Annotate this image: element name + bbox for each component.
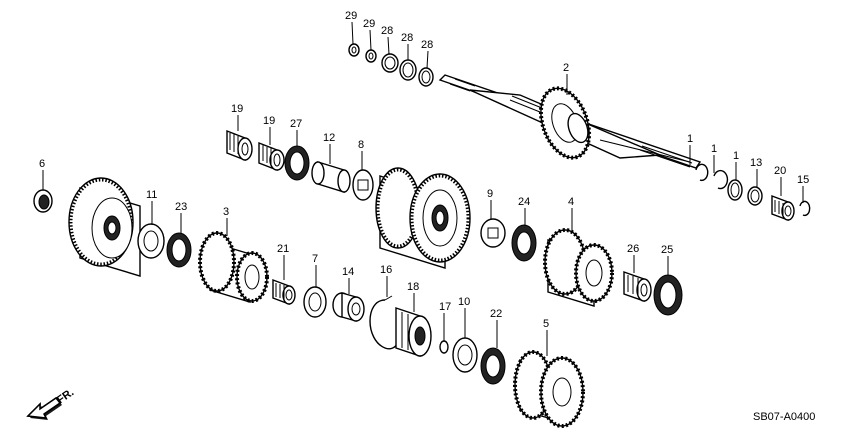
washer-13 bbox=[747, 186, 763, 206]
needle-bearing-19-a bbox=[226, 129, 253, 162]
clutch-drum-left bbox=[68, 177, 141, 277]
callout-label: 2 bbox=[563, 62, 569, 74]
callout-label: 19 bbox=[231, 103, 243, 115]
mainshaft bbox=[438, 74, 702, 169]
callout-label: 28 bbox=[401, 32, 413, 44]
leader-lines bbox=[42, 21, 804, 356]
callout-label: 13 bbox=[750, 157, 762, 169]
thrust-bearing-22 bbox=[480, 347, 506, 385]
washer-7 bbox=[303, 286, 327, 318]
callout-label: 4 bbox=[568, 196, 574, 208]
gear-3 bbox=[198, 231, 269, 303]
callout-label: 22 bbox=[490, 308, 502, 320]
callout-label: 12 bbox=[323, 132, 335, 144]
spacer-12 bbox=[311, 161, 351, 193]
callout-label: 15 bbox=[797, 174, 809, 186]
washer-9 bbox=[480, 218, 506, 248]
nut-6 bbox=[33, 189, 53, 213]
circlip-1-c bbox=[727, 179, 743, 201]
thrust-bearing-24 bbox=[511, 224, 537, 262]
ring-28-a bbox=[381, 53, 399, 73]
callout-label: 25 bbox=[661, 244, 673, 256]
front-arrow-icon bbox=[26, 396, 62, 420]
callout-label: 21 bbox=[277, 243, 289, 255]
callout-label: 17 bbox=[439, 301, 451, 313]
needle-bearing-19-b bbox=[258, 141, 285, 172]
ring-29-a bbox=[348, 43, 360, 57]
washer-8 bbox=[352, 169, 374, 201]
callout-label: 10 bbox=[458, 296, 470, 308]
washer-10 bbox=[452, 337, 478, 373]
thrust-bearing-23 bbox=[166, 232, 192, 268]
clip-16 bbox=[369, 295, 398, 350]
bearing-20 bbox=[771, 194, 795, 222]
callout-label: 3 bbox=[223, 206, 229, 218]
gear-5 bbox=[513, 350, 585, 428]
callout-label: 9 bbox=[487, 188, 493, 200]
drawing-code: SB07-A0400 bbox=[753, 411, 815, 423]
callout-label: 26 bbox=[627, 243, 639, 255]
clip-17 bbox=[439, 340, 449, 354]
ring-28-b bbox=[399, 59, 417, 81]
circlip-1-b bbox=[713, 169, 729, 190]
callout-label: 8 bbox=[358, 139, 364, 151]
circlip-1-a bbox=[695, 163, 709, 182]
callout-label: 28 bbox=[421, 39, 433, 51]
callout-label: 24 bbox=[518, 196, 530, 208]
callout-label: 19 bbox=[263, 115, 275, 127]
thrust-bearing-27 bbox=[284, 145, 310, 181]
clutch-drum-center bbox=[375, 167, 471, 269]
ring-29-b bbox=[365, 49, 377, 63]
front-direction-indicator: FR. bbox=[26, 386, 76, 420]
callout-label: 29 bbox=[345, 10, 357, 22]
collar-14 bbox=[332, 292, 365, 322]
needle-bearing-26 bbox=[623, 271, 652, 302]
callout-label: 27 bbox=[290, 118, 302, 130]
bearing-18 bbox=[395, 307, 432, 357]
callout-label: 6 bbox=[39, 158, 45, 170]
callout-label: 16 bbox=[380, 264, 392, 276]
callout-label: 14 bbox=[342, 266, 354, 278]
callout-label: 5 bbox=[543, 318, 549, 330]
ring-28-c bbox=[418, 67, 434, 87]
callout-label: 23 bbox=[175, 201, 187, 213]
callout-label: 20 bbox=[774, 165, 786, 177]
callouts: 29 29 28 28 28 2 19 19 27 12 8 6 1 1 1 1… bbox=[39, 10, 809, 330]
callout-label: 1 bbox=[711, 143, 717, 155]
callout-label: 28 bbox=[381, 25, 393, 37]
thrust-bearing-25 bbox=[653, 274, 683, 316]
needle-bearing-21 bbox=[272, 278, 296, 306]
callout-label: 7 bbox=[312, 253, 318, 265]
washer-11 bbox=[137, 223, 165, 259]
clip-15 bbox=[799, 200, 811, 217]
callout-label: 18 bbox=[407, 281, 419, 293]
callout-label: 29 bbox=[363, 18, 375, 30]
callout-label: 11 bbox=[146, 189, 157, 201]
callout-label: 1 bbox=[733, 150, 739, 162]
gear-4 bbox=[543, 228, 614, 307]
callout-label: 1 bbox=[687, 133, 693, 145]
